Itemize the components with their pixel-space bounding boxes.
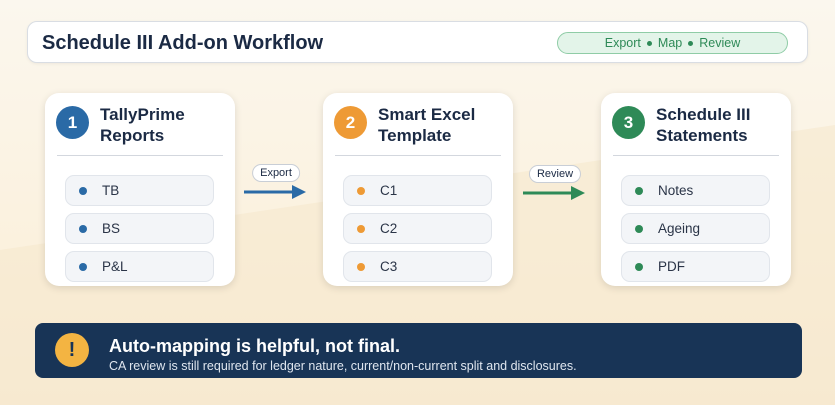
bullet-dot: [635, 187, 643, 195]
bullet-dot: [357, 225, 365, 233]
pill-step-map: Map: [657, 36, 683, 50]
banner-text: CA review is still required for ledger n…: [109, 359, 577, 373]
item-label: C1: [380, 183, 398, 198]
list-item: C2: [343, 213, 492, 244]
warning-banner: ! Auto-mapping is helpful, not final. CA…: [35, 323, 802, 378]
arrow-right-icon: [244, 185, 306, 199]
step-card-excel-template: 2 Smart Excel Template C1 C2 C3: [323, 93, 513, 286]
list-item: C1: [343, 175, 492, 206]
pill-step-review: Review: [699, 36, 741, 50]
bullet-dot: [357, 263, 365, 271]
item-label: C2: [380, 221, 398, 236]
pill-step-export: Export: [604, 36, 641, 50]
bullet-dot: [635, 263, 643, 271]
step-title: Schedule III Statements: [656, 105, 751, 145]
workflow-steps-pill: Export Map Review: [557, 32, 788, 54]
list-item: C3: [343, 251, 492, 282]
step-title: TallyPrime Reports: [100, 105, 185, 145]
bullet-dot: [635, 225, 643, 233]
list-item: BS: [65, 213, 214, 244]
item-label: PDF: [658, 259, 685, 274]
header-bar: Schedule III Add-on Workflow Export Map …: [27, 21, 808, 63]
item-label: P&L: [102, 259, 128, 274]
pill-dot: [646, 40, 652, 46]
bullet-dot: [79, 263, 87, 271]
item-label: Ageing: [658, 221, 701, 236]
step-number-badge: 3: [612, 106, 645, 139]
bullet-dot: [357, 187, 365, 195]
page-title: Schedule III Add-on Workflow: [42, 32, 324, 54]
list-item: P&L: [65, 251, 214, 282]
item-label: TB: [102, 183, 120, 198]
step-number-badge: 1: [56, 106, 89, 139]
banner-title: Auto-mapping is helpful, not final.: [109, 336, 400, 356]
exclamation-icon: !: [55, 333, 89, 367]
list-item: PDF: [621, 251, 770, 282]
divider: [335, 155, 501, 156]
step-number-badge: 2: [334, 106, 367, 139]
step-card-tallyprime: 1 TallyPrime Reports TB BS P&L: [45, 93, 235, 286]
list-item: Notes: [621, 175, 770, 206]
connector-label: Export: [252, 164, 300, 182]
bullet-dot: [79, 225, 87, 233]
divider: [57, 155, 223, 156]
arrow-right-icon: [523, 186, 585, 200]
bullet-dot: [79, 187, 87, 195]
connector-label: Review: [528, 165, 582, 183]
item-label: Notes: [658, 183, 694, 198]
item-label: BS: [102, 221, 121, 236]
item-label: C3: [380, 259, 398, 274]
connector-review: Review: [523, 165, 587, 205]
pill-dot: [688, 40, 694, 46]
list-item: TB: [65, 175, 214, 206]
divider: [613, 155, 779, 156]
list-item: Ageing: [621, 213, 770, 244]
step-card-schedule-iii: 3 Schedule III Statements Notes Ageing P…: [601, 93, 791, 286]
step-title: Smart Excel Template: [378, 105, 476, 145]
connector-export: Export: [244, 164, 308, 204]
